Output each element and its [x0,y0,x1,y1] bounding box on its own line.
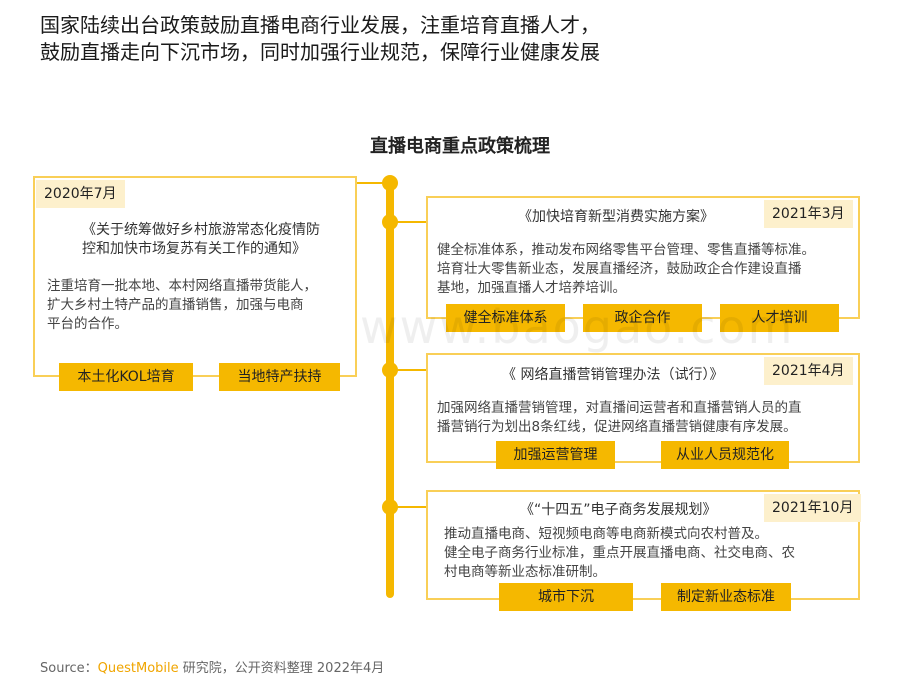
desc-line: 健全电子商务行业标准，重点开展直播电商、社交电商、农 [444,545,795,561]
tag-practitioner-standardization: 从业人员规范化 [661,441,789,469]
policy-date: 2021年3月 [764,200,853,228]
connector [395,221,427,223]
tag-local-specialty: 当地特产扶持 [219,363,340,391]
policy-description: 健全标准体系，推动发布网络零售平台管理、零售直播等标准。 培育壮大零售新业态，发… [437,241,857,298]
timeline-dot [382,175,398,191]
tag-operation-management: 加强运营管理 [496,441,615,469]
desc-line: 播营销行为划出8条红线，促进网络直播营销健康有序发展。 [437,419,797,435]
policy-title-line: 控和加快市场复苏有关工作的通知》 [82,241,306,257]
timeline-dot [382,214,398,230]
policy-title: 《 网络直播营销管理办法（试行）》 [502,367,724,383]
policy-title: 《“十四五”电子商务发展规划》 [520,502,717,518]
source-brand: QuestMobile [97,661,179,676]
desc-line: 基地，加强直播人才培养培训。 [437,280,626,296]
tag-lower-tier-cities: 城市下沉 [499,583,633,611]
policy-card-2020-07 [33,176,357,377]
policy-date: 2020年7月 [36,180,125,208]
headline-line-2: 鼓励直播走向下沉市场，同时加强行业规范，保障行业健康发展 [40,40,600,64]
desc-line: 扩大乡村土特产品的直播销售，加强与电商 [47,297,304,313]
desc-line: 推动直播电商、短视频电商等电商新模式向农村普及。 [444,526,768,542]
tag-local-kol: 本土化KOL培育 [59,363,193,391]
headline-line-1: 国家陆续出台政策鼓励直播电商行业发展，注重培育直播人才， [40,13,600,37]
timeline-line [386,183,394,598]
policy-date: 2021年10月 [764,494,862,522]
tag-talent-training: 人才培训 [720,304,839,332]
connector [395,369,427,371]
source-prefix: Source： [40,661,98,676]
source-note: Source：QuestMobile 研究院，公开资料整理 2022年4月 [40,657,384,676]
desc-line: 平台的合作。 [47,316,128,332]
policy-description: 注重培育一批本地、本村网络直播带货能人， 扩大乡村土特产品的直播销售，加强与电商… [47,277,352,334]
connector [355,182,385,184]
tag-new-format-standards: 制定新业态标准 [661,583,791,611]
watermark: www.baogao.com [360,300,795,354]
policy-title: 《关于统筹做好乡村旅游常态化疫情防 控和加快市场复苏有关工作的通知》 [82,221,352,259]
policy-title: 《加快培育新型消费实施方案》 [518,209,714,225]
desc-line: 健全标准体系，推动发布网络零售平台管理、零售直播等标准。 [437,242,815,258]
policy-date: 2021年4月 [764,357,853,385]
chart-title: 直播电商重点政策梳理 [370,136,550,157]
desc-line: 加强网络直播营销管理，对直播间运营者和直播营销人员的直 [437,400,802,416]
tag-gov-enterprise: 政企合作 [583,304,702,332]
desc-line: 注重培育一批本地、本村网络直播带货能人， [47,278,317,294]
tag-standard-system: 健全标准体系 [446,304,565,332]
connector [395,506,427,508]
timeline-dot [382,499,398,515]
source-rest: 研究院，公开资料整理 2022年4月 [178,661,385,676]
desc-line: 培育壮大零售新业态，发展直播经济，鼓励政企合作建设直播 [437,261,802,277]
policy-description: 推动直播电商、短视频电商等电商新模式向农村普及。 健全电子商务行业标准，重点开展… [444,525,857,582]
timeline-dot [382,362,398,378]
policy-description: 加强网络直播营销管理，对直播间运营者和直播营销人员的直 播营销行为划出8条红线，… [437,399,857,437]
headline: 国家陆续出台政策鼓励直播电商行业发展，注重培育直播人才， 鼓励直播走向下沉市场，… [40,12,900,66]
policy-title-line: 《关于统筹做好乡村旅游常态化疫情防 [82,222,320,238]
desc-line: 村电商等新业态标准研制。 [444,564,606,580]
